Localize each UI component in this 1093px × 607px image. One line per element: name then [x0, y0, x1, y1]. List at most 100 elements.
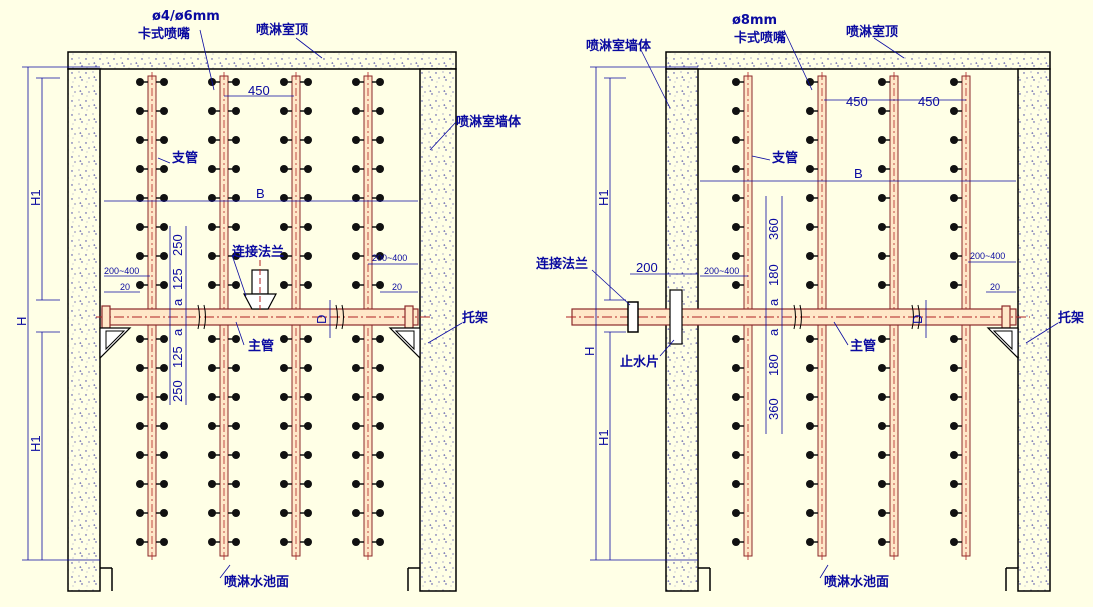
right-bracket: [986, 327, 1019, 360]
right-water-stop: [669, 289, 683, 345]
nozzle: [732, 422, 740, 430]
nozzle: [376, 480, 384, 488]
nozzle: [208, 107, 216, 115]
nozzle: [232, 451, 240, 459]
nozzle: [950, 451, 958, 459]
nozzle: [208, 136, 216, 144]
nozzle: [878, 451, 886, 459]
nozzle: [878, 165, 886, 173]
left-dim-125-bottom: 125: [170, 346, 185, 368]
left-dim-125-top: 125: [170, 268, 185, 290]
nozzle: [160, 165, 168, 173]
left-dim-a-bottom: a: [170, 328, 185, 336]
nozzle: [304, 480, 312, 488]
nozzle: [280, 194, 288, 202]
nozzle: [136, 281, 144, 289]
nozzle: [232, 422, 240, 430]
nozzle: [878, 194, 886, 202]
nozzle: [280, 364, 288, 372]
nozzle: [878, 538, 886, 546]
nozzle: [878, 422, 886, 430]
nozzle: [376, 422, 384, 430]
nozzle: [280, 107, 288, 115]
left-connecting-flange: [243, 260, 277, 310]
nozzle: [950, 165, 958, 173]
nozzle: [280, 165, 288, 173]
nozzle: [732, 107, 740, 115]
right-dim-180-top: 180: [766, 264, 781, 286]
nozzle: [208, 281, 216, 289]
nozzle: [280, 393, 288, 401]
nozzle: [208, 538, 216, 546]
right-roof-label: 喷淋室顶: [846, 24, 898, 40]
left-flange-label: 连接法兰: [232, 244, 284, 260]
nozzle: [232, 194, 240, 202]
nozzle: [806, 538, 814, 546]
nozzle: [806, 107, 814, 115]
nozzle: [232, 252, 240, 260]
nozzle: [160, 451, 168, 459]
nozzle: [950, 223, 958, 231]
left-roof-slab: [67, 51, 457, 70]
right-wall-label-top: 喷淋室墙体: [586, 38, 652, 54]
nozzle: [806, 480, 814, 488]
nozzle: [280, 78, 288, 86]
right-dim-360-bottom: 360: [766, 398, 781, 420]
nozzle: [950, 364, 958, 372]
nozzle: [950, 538, 958, 546]
nozzle: [352, 335, 360, 343]
nozzle: [376, 252, 384, 260]
right-nozzle-type-label: 卡式喷嘴: [734, 30, 786, 46]
nozzle: [280, 281, 288, 289]
nozzle: [136, 223, 144, 231]
right-dim-side-left: 200~400: [704, 266, 739, 276]
nozzle: [160, 136, 168, 144]
nozzle: [732, 480, 740, 488]
nozzle: [304, 252, 312, 260]
nozzle: [806, 165, 814, 173]
nozzle: [232, 335, 240, 343]
nozzle: [160, 107, 168, 115]
left-dim-spacing: 450: [248, 83, 270, 98]
nozzle: [806, 335, 814, 343]
nozzle: [352, 393, 360, 401]
nozzle: [950, 136, 958, 144]
nozzle: [160, 335, 168, 343]
nozzle: [352, 136, 360, 144]
nozzle: [208, 335, 216, 343]
nozzle: [136, 393, 144, 401]
left-nozzle-size-label: ø4/ø6mm: [152, 9, 220, 24]
nozzle: [352, 194, 360, 202]
left-dim-h: H: [14, 317, 29, 326]
left-wall-left: [67, 68, 101, 592]
nozzle: [376, 136, 384, 144]
nozzle: [732, 538, 740, 546]
nozzle: [136, 107, 144, 115]
nozzle: [160, 364, 168, 372]
nozzle: [232, 165, 240, 173]
left-dim-20-left: 20: [120, 282, 130, 292]
nozzle: [232, 393, 240, 401]
left-dim-width: B: [256, 186, 265, 201]
nozzle: [232, 107, 240, 115]
nozzle: [304, 281, 312, 289]
nozzle: [136, 538, 144, 546]
nozzle: [304, 509, 312, 517]
nozzle: [280, 538, 288, 546]
right-pool-label: 喷淋水池面: [824, 574, 889, 590]
nozzle: [376, 393, 384, 401]
nozzle: [160, 422, 168, 430]
nozzle: [950, 335, 958, 343]
nozzle: [208, 223, 216, 231]
nozzle: [732, 78, 740, 86]
left-dim-250-bottom: 250: [170, 380, 185, 402]
nozzle: [352, 480, 360, 488]
nozzle: [806, 194, 814, 202]
right-dim-spacing-1: 450: [846, 94, 868, 109]
nozzle: [376, 194, 384, 202]
right-view: 喷淋室墙体 ø8mm 卡式喷嘴 喷淋室顶 支管 连接法兰 止水片 主管 托架 喷…: [536, 13, 1084, 592]
nozzle: [136, 335, 144, 343]
nozzle: [878, 393, 886, 401]
nozzle: [950, 281, 958, 289]
